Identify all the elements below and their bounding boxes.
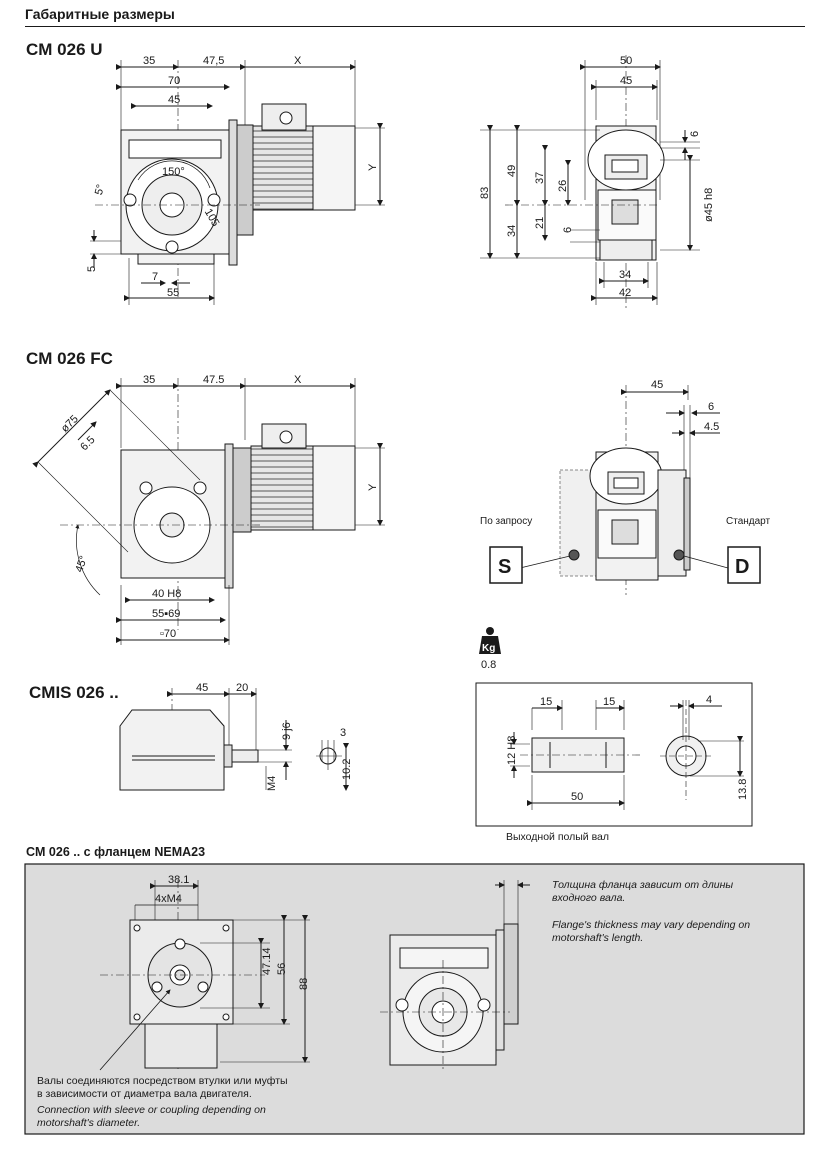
dim-fc-x: X <box>294 374 302 386</box>
dim-fc-d75: ø75 <box>59 413 81 435</box>
dim-fc-70: ▫70 <box>160 628 176 640</box>
dim-7: 7 <box>152 271 158 283</box>
dim-45: 45 <box>168 94 180 106</box>
nema-side-view <box>380 880 530 1070</box>
dim-9j6: 9 j6 <box>281 722 293 740</box>
dim-34: 34 <box>506 225 518 237</box>
nema-front-view <box>99 880 310 1071</box>
dim-hs-15b: 15 <box>603 696 615 708</box>
dim-nema-4xm4: 4xM4 <box>155 893 182 905</box>
dim-fc-6-side: 6 <box>708 401 714 413</box>
dim-fc-y: Y <box>367 483 379 491</box>
dim-fc-40h8: 40 H8 <box>152 588 181 600</box>
flange-note-en-1: Flange's thickness may vary depending on <box>552 919 751 931</box>
nema-note-en-1: Connection with sleeve or coupling depen… <box>37 1104 266 1116</box>
cm026u-front-labels: 35 47,5 X 70 45 Y 150° 5° 105 5 7 55 <box>86 55 379 299</box>
cm026fc-front-view <box>32 378 385 645</box>
dim-70: 70 <box>168 75 180 87</box>
dim-45h8: ø45 h8 <box>703 188 715 222</box>
dim-cmis-45: 45 <box>196 682 208 694</box>
dim-83: 83 <box>479 187 491 199</box>
dim-10-2: 10.2 <box>341 759 353 780</box>
dim-fc-45-side: 45 <box>651 379 663 391</box>
flange-note: Толщина фланца зависит от длины входного… <box>552 879 792 945</box>
cm026fc-side-labels: 45 6 4.5 По запросу Стандарт S D <box>480 379 771 578</box>
dim-y: Y <box>367 163 379 171</box>
dim-45-side: 45 <box>620 75 632 87</box>
dim-hs-50: 50 <box>571 791 583 803</box>
dim-55: 55 <box>167 287 179 299</box>
nema-front-labels: 38.1 4xM4 47.14 56 88 <box>155 874 310 990</box>
cmis026-labels: 45 20 9 j6 M4 3 10.2 <box>196 682 353 791</box>
standard-label: Стандарт <box>726 516 771 527</box>
dim-x: X <box>294 55 302 67</box>
dim-hs-12h8: 12 H8 <box>506 736 518 765</box>
dim-6-side: 6 <box>689 131 701 137</box>
dim-nema-38-1: 38.1 <box>168 874 189 886</box>
dim-hs-4: 4 <box>706 694 712 706</box>
on-request-label: По запросу <box>480 516 532 527</box>
dim-nema-47-14: 47.14 <box>261 947 273 975</box>
heading-rule <box>25 26 805 27</box>
dim-fc-55-69: 55▪69 <box>152 608 180 620</box>
cm026fc-side-view <box>489 385 761 595</box>
weight-value: 0.8 <box>481 659 496 671</box>
d-box-label: D <box>735 556 749 578</box>
hollow-shaft-view <box>510 700 744 810</box>
flange-note-ru-1: Толщина фланца зависит от длины <box>552 879 734 891</box>
dim-fc-35: 35 <box>143 374 155 386</box>
dim-cmis-20: 20 <box>236 682 248 694</box>
nema-note-en-2: motorshaft's diameter. <box>37 1117 141 1129</box>
flange-note-ru-2: входного вала. <box>552 892 626 904</box>
dim-35: 35 <box>143 55 155 67</box>
dim-hs-13-8: 13.8 <box>737 779 749 800</box>
dim-nema-56: 56 <box>276 963 288 975</box>
nema-note-ru-2: в зависимости от диаметра вала двигателя… <box>37 1088 252 1100</box>
hollow-shaft-labels: 15 15 4 12 H8 50 13.8 <box>506 694 749 803</box>
cm026u-side-view <box>480 55 700 310</box>
dim-6b-side: 6 <box>562 227 574 233</box>
cmis026-view <box>119 688 349 791</box>
dim-nema-88: 88 <box>298 978 310 990</box>
dim-21: 21 <box>534 217 546 229</box>
nema-note: Валы соединяются посредством втулки или … <box>37 1075 317 1130</box>
hollow-shaft-caption: Выходной полый вал <box>506 831 610 843</box>
flange-note-en-2: motorshaft's length. <box>552 932 644 944</box>
dim-34-bottom: 34 <box>619 269 631 281</box>
dim-42: 42 <box>619 287 631 299</box>
cm026u-title: CM 026 U <box>26 40 103 59</box>
dim-hs-15a: 15 <box>540 696 552 708</box>
dim-5deg: 5° <box>93 183 107 196</box>
dim-47-5: 47,5 <box>203 55 224 67</box>
s-box-label: S <box>498 556 511 578</box>
nema-note-ru-1: Валы соединяются посредством втулки или … <box>37 1075 288 1087</box>
dim-cmis-3: 3 <box>340 727 346 739</box>
dim-fc-4-5: 4.5 <box>704 421 719 433</box>
dim-26: 26 <box>557 180 569 192</box>
dim-49: 49 <box>506 165 518 177</box>
weight-icon: Kg 0.8 <box>479 627 501 671</box>
dim-fc-47-5: 47.5 <box>203 374 224 386</box>
cm026u-front-view <box>90 60 385 305</box>
page-heading: Габаритные размеры <box>25 6 175 22</box>
dim-5: 5 <box>86 266 98 272</box>
weight-unit: Kg <box>482 643 495 654</box>
nema-title: CM 026 .. с фланцем NEMA23 <box>26 845 206 859</box>
dim-37: 37 <box>534 172 546 184</box>
cm026fc-title: CM 026 FC <box>26 349 113 368</box>
dim-fc-45deg: 45° <box>73 554 90 574</box>
dim-150deg: 150° <box>162 166 185 178</box>
dim-m4: M4 <box>266 776 278 791</box>
dim-50: 50 <box>620 55 632 67</box>
cm026u-side-labels: 50 45 6 83 49 34 37 21 26 6 ø45 h8 34 42 <box>479 55 715 299</box>
cmis026-title: CMIS 026 .. <box>29 683 119 702</box>
